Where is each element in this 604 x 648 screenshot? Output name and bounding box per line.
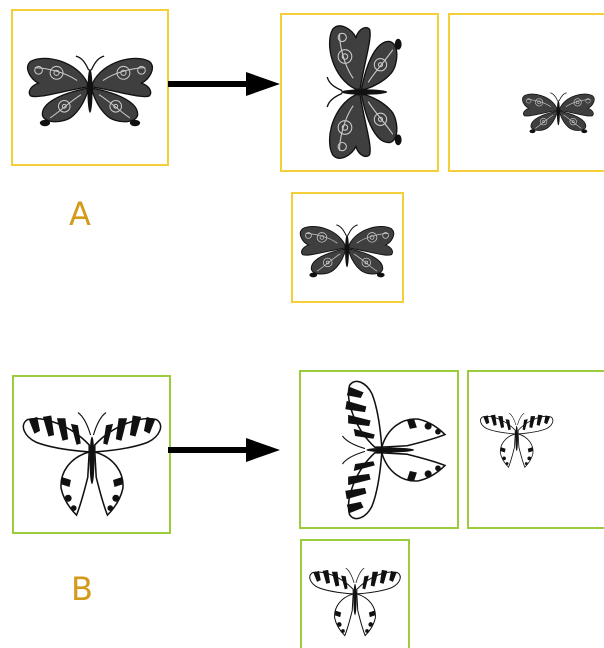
section-b-small-frame bbox=[300, 539, 410, 648]
swallowtail-butterfly-icon bbox=[302, 541, 408, 648]
section-b-label: B bbox=[71, 573, 93, 605]
section-b-scaled-frame bbox=[467, 370, 604, 529]
section-a-label: A bbox=[69, 198, 91, 230]
section-a-original-frame bbox=[11, 9, 169, 166]
section-b-rotated-frame bbox=[299, 370, 459, 529]
lace-butterfly-icon bbox=[293, 194, 402, 301]
right-arrow-icon bbox=[168, 70, 284, 98]
swallowtail-butterfly-icon bbox=[14, 377, 169, 532]
swallowtail-butterfly-icon bbox=[469, 372, 604, 527]
section-a-rotated-frame bbox=[280, 13, 439, 172]
lace-butterfly-icon bbox=[450, 15, 604, 170]
swallowtail-butterfly-icon bbox=[301, 372, 457, 527]
lace-butterfly-icon bbox=[282, 15, 437, 170]
section-a-scaled-frame bbox=[448, 13, 604, 172]
lace-butterfly-icon bbox=[13, 11, 167, 164]
right-arrow-icon bbox=[168, 436, 284, 464]
section-b-original-frame bbox=[12, 375, 171, 534]
section-a-small-frame bbox=[291, 192, 404, 303]
